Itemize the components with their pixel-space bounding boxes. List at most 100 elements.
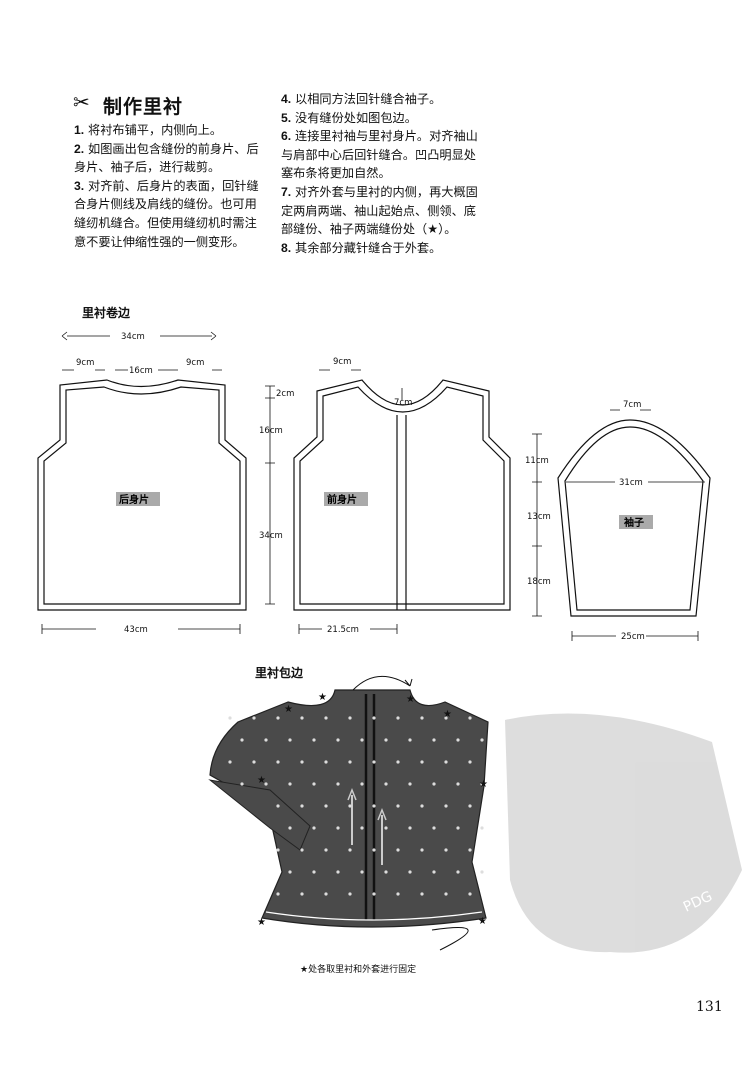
pattern-dot bbox=[312, 738, 316, 742]
pattern-dot bbox=[348, 716, 352, 720]
pattern-dot bbox=[444, 892, 448, 896]
pattern-dot bbox=[420, 848, 424, 852]
pattern-dot bbox=[276, 804, 280, 808]
dim-sleeve-cap-top: 7cm bbox=[623, 400, 641, 410]
watermark-seal: PDG bbox=[505, 713, 742, 953]
pattern-dot bbox=[396, 892, 400, 896]
pattern-dot bbox=[468, 892, 472, 896]
pattern-dot bbox=[324, 716, 328, 720]
steps-left: 1. 将衬布铺平，内侧向上。 2. 如图画出包含缝份的前身片、后身片、袖子后，进… bbox=[74, 121, 259, 251]
pattern-dot bbox=[312, 782, 316, 786]
pattern-dot bbox=[432, 826, 436, 830]
pattern-dot bbox=[456, 738, 460, 742]
dim-top: 2cm bbox=[276, 389, 294, 399]
pattern-dot bbox=[300, 848, 304, 852]
pattern-dot bbox=[456, 870, 460, 874]
pattern-dot bbox=[408, 870, 412, 874]
pattern-dot bbox=[444, 804, 448, 808]
dim-sleeve-cap-h: 11cm bbox=[525, 456, 549, 466]
back-panel-inner bbox=[43, 386, 241, 605]
pattern-dot bbox=[252, 716, 256, 720]
pattern-dot bbox=[444, 848, 448, 852]
pattern-dot bbox=[228, 716, 232, 720]
pattern-dot bbox=[384, 870, 388, 874]
pattern-dot bbox=[468, 760, 472, 764]
pattern-dot bbox=[276, 716, 280, 720]
pattern-dot bbox=[396, 716, 400, 720]
pattern-dot bbox=[300, 804, 304, 808]
dim-armhole: 16cm bbox=[259, 426, 283, 436]
pattern-dot bbox=[408, 826, 412, 830]
step-item: 8. 其余部分藏针缝合于外套。 bbox=[281, 240, 442, 255]
label-front: 前身片 bbox=[327, 493, 357, 506]
step-item: 4. 以相同方法回针缝合袖子。 bbox=[281, 92, 442, 106]
pattern-dot bbox=[288, 826, 292, 830]
pattern-dot bbox=[480, 826, 484, 830]
pattern-dot bbox=[240, 738, 244, 742]
pattern-dot bbox=[324, 892, 328, 896]
page-number: 131 bbox=[696, 999, 723, 1015]
pattern-dot bbox=[348, 892, 352, 896]
steps-right: 4. 以相同方法回针缝合袖子。 5. 没有缝份处如图包边。 6. 连接里衬袖与里… bbox=[281, 90, 486, 257]
pattern-dot bbox=[348, 848, 352, 852]
pattern-dot bbox=[360, 826, 364, 830]
dim-front-bottom: 21.5cm bbox=[327, 625, 359, 635]
pattern-dot bbox=[456, 782, 460, 786]
svg-text:★: ★ bbox=[284, 704, 293, 715]
pattern-dot bbox=[240, 782, 244, 786]
pattern-dot bbox=[276, 848, 280, 852]
pattern-dot bbox=[360, 782, 364, 786]
pattern-dot bbox=[300, 760, 304, 764]
fixing-stars: ★★ ★★ ★★ ★★ bbox=[257, 692, 488, 928]
front-panel-outline bbox=[293, 379, 511, 611]
section-title: 制作里衬 bbox=[103, 96, 184, 118]
pattern-dot bbox=[336, 782, 340, 786]
pattern-dot bbox=[396, 760, 400, 764]
sleeve-inner bbox=[564, 426, 704, 611]
dim-sleeve-lower: 18cm bbox=[527, 577, 551, 587]
back-panel-outline bbox=[37, 379, 247, 611]
pattern-dot bbox=[432, 870, 436, 874]
pattern-dot bbox=[408, 738, 412, 742]
pattern-dot bbox=[360, 870, 364, 874]
dim-back-neck: 16cm bbox=[129, 366, 153, 376]
diagram2-caption: ★处各取里衬和外套进行固定 bbox=[300, 965, 417, 975]
pattern-dot bbox=[276, 892, 280, 896]
pattern-dot bbox=[480, 782, 484, 786]
jacket-illustration: ★★ ★★ ★★ ★★ bbox=[208, 675, 489, 951]
svg-text:★: ★ bbox=[318, 692, 327, 703]
dim-back-shoulder-left: 9cm bbox=[76, 358, 94, 368]
step-item: 5. 没有缝份处如图包边。 bbox=[281, 110, 417, 125]
pattern-dot bbox=[312, 870, 316, 874]
pattern-dot bbox=[288, 738, 292, 742]
pattern-dot bbox=[372, 804, 376, 808]
pattern-dot bbox=[384, 782, 388, 786]
pattern-dot bbox=[324, 804, 328, 808]
svg-text:★: ★ bbox=[406, 694, 415, 705]
dim-front-neck-depth: 7cm bbox=[394, 398, 412, 408]
pattern-dot bbox=[228, 760, 232, 764]
dim-back-width: 34cm bbox=[121, 332, 145, 342]
pattern-dot bbox=[324, 760, 328, 764]
pattern-dot bbox=[420, 892, 424, 896]
pattern-dot bbox=[372, 760, 376, 764]
pattern-dot bbox=[372, 848, 376, 852]
step-item: 1. 将衬布铺平，内侧向上。 bbox=[74, 123, 223, 137]
pattern-dot bbox=[360, 738, 364, 742]
pattern-dot bbox=[264, 738, 268, 742]
pattern-dot bbox=[420, 760, 424, 764]
svg-text:★: ★ bbox=[479, 779, 488, 790]
diagram2-title: 里衬包边 bbox=[255, 666, 304, 680]
pattern-dot bbox=[324, 848, 328, 852]
pattern-dot bbox=[300, 716, 304, 720]
pattern-dot bbox=[432, 738, 436, 742]
pattern-dot bbox=[384, 826, 388, 830]
pattern-dot bbox=[288, 782, 292, 786]
pattern-dot bbox=[468, 804, 472, 808]
step-item: 2. 如图画出包含缝份的前身片、后身片、袖子后，进行裁剪。 bbox=[74, 141, 259, 175]
pattern-dot bbox=[372, 716, 376, 720]
step-item: 3. 对齐前、后身片的表面，回针缝合身片侧线及肩线的缝份。也可用缝纫机缝合。但使… bbox=[74, 178, 259, 249]
label-back: 后身片 bbox=[119, 493, 149, 506]
pattern-dot bbox=[348, 804, 352, 808]
